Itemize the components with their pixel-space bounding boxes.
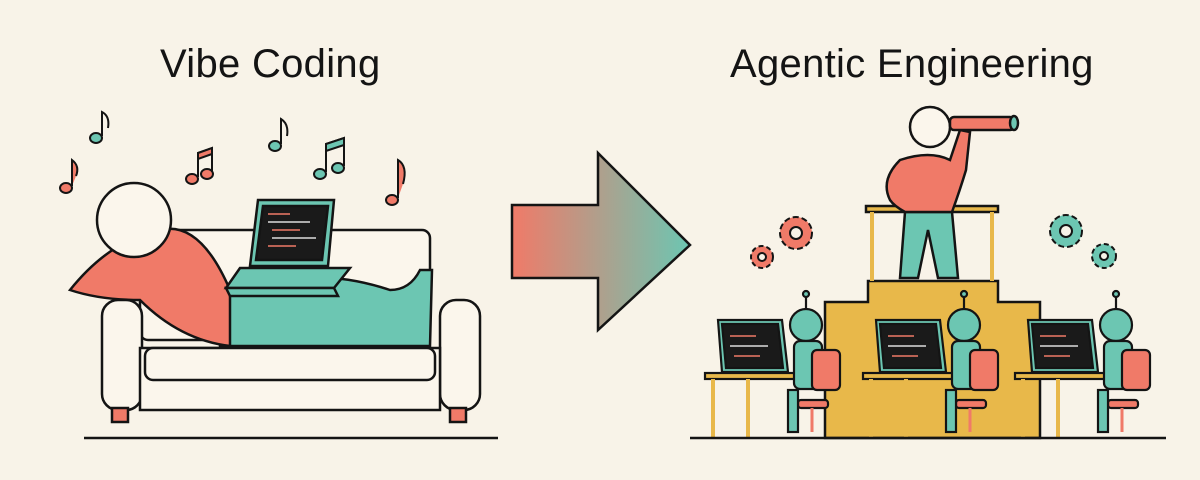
gear-icons (750, 214, 1117, 269)
robot-workstations (690, 289, 1166, 440)
transition-arrow-icon (510, 149, 692, 333)
robot-2 (861, 289, 1000, 438)
vibe-coding-title: Vibe Coding (160, 42, 381, 86)
overseer-with-telescope (885, 105, 1020, 280)
robot-3 (1013, 289, 1152, 438)
code-lines (268, 213, 316, 247)
music-notes-icon (59, 110, 406, 206)
agentic-engineering-title: Agentic Engineering (730, 42, 1094, 86)
robot-1 (703, 289, 842, 438)
lounging-person (67, 181, 434, 348)
